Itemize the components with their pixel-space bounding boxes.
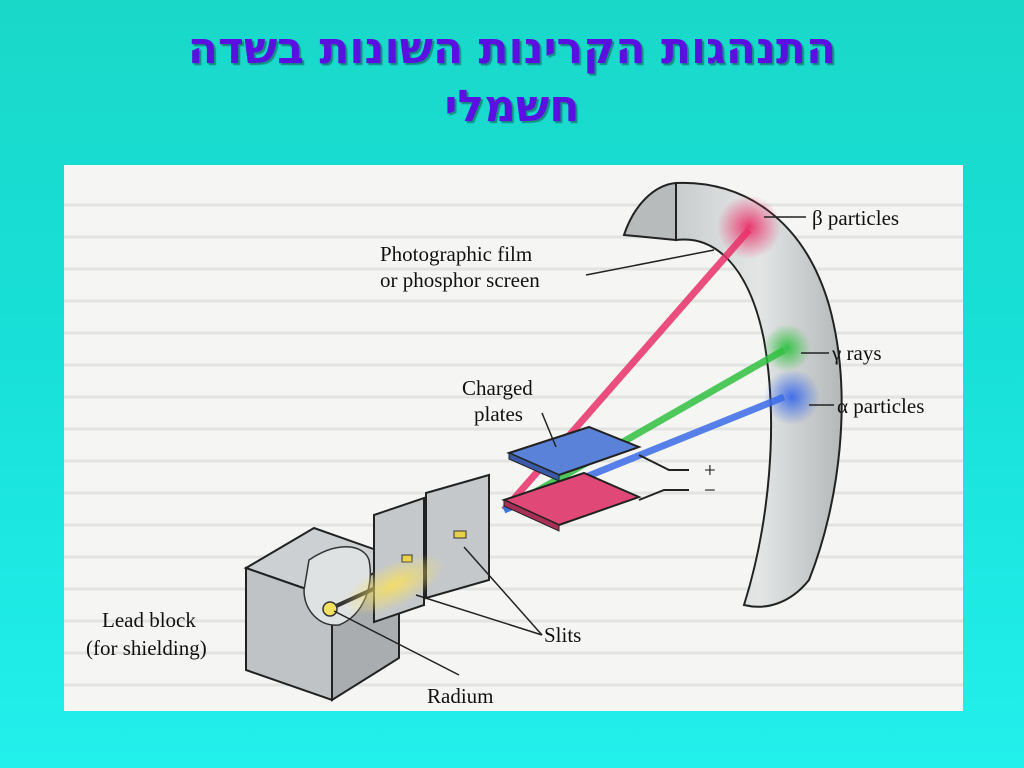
background-lines [64, 203, 963, 687]
plates-label-line-2: plates [474, 402, 523, 426]
negative-plate [501, 471, 642, 532]
title-line-2: חשמלי [444, 81, 580, 132]
plus-wire [638, 454, 689, 471]
plus-sign: + [704, 458, 716, 482]
film-label-line-1: Photographic film [380, 242, 532, 266]
alpha-label: α particles [837, 394, 924, 418]
minus-wire [638, 489, 689, 501]
title-line-1: התנהגות הקרינות השונות בשדה [187, 23, 837, 74]
alpha-spot [764, 369, 820, 425]
radiation-diagram: β particles γ rays α particles Photograp… [64, 165, 963, 711]
beta-label: β particles [812, 206, 899, 230]
pointer-lines [333, 216, 834, 676]
gamma-label: γ rays [831, 341, 882, 365]
positive-plate [506, 425, 642, 482]
film-label-line-2: or phosphor screen [380, 268, 540, 292]
radium-label: Radium [427, 684, 494, 708]
minus-sign: − [704, 478, 716, 502]
beta-spot [717, 195, 781, 259]
gamma-spot [763, 324, 811, 372]
phosphor-screen [622, 181, 843, 608]
lead-label-line-1: Lead block [102, 608, 196, 632]
lead-label-line-2: (for shielding) [86, 636, 207, 660]
source-glow [343, 554, 445, 616]
slits-label: Slits [544, 623, 581, 647]
diagram-svg: β particles γ rays α particles Photograp… [64, 181, 963, 708]
plates-label-line-1: Charged [462, 376, 533, 400]
slide-title: התנהגות הקרינות השונות בשדה חשמלי [60, 20, 964, 136]
